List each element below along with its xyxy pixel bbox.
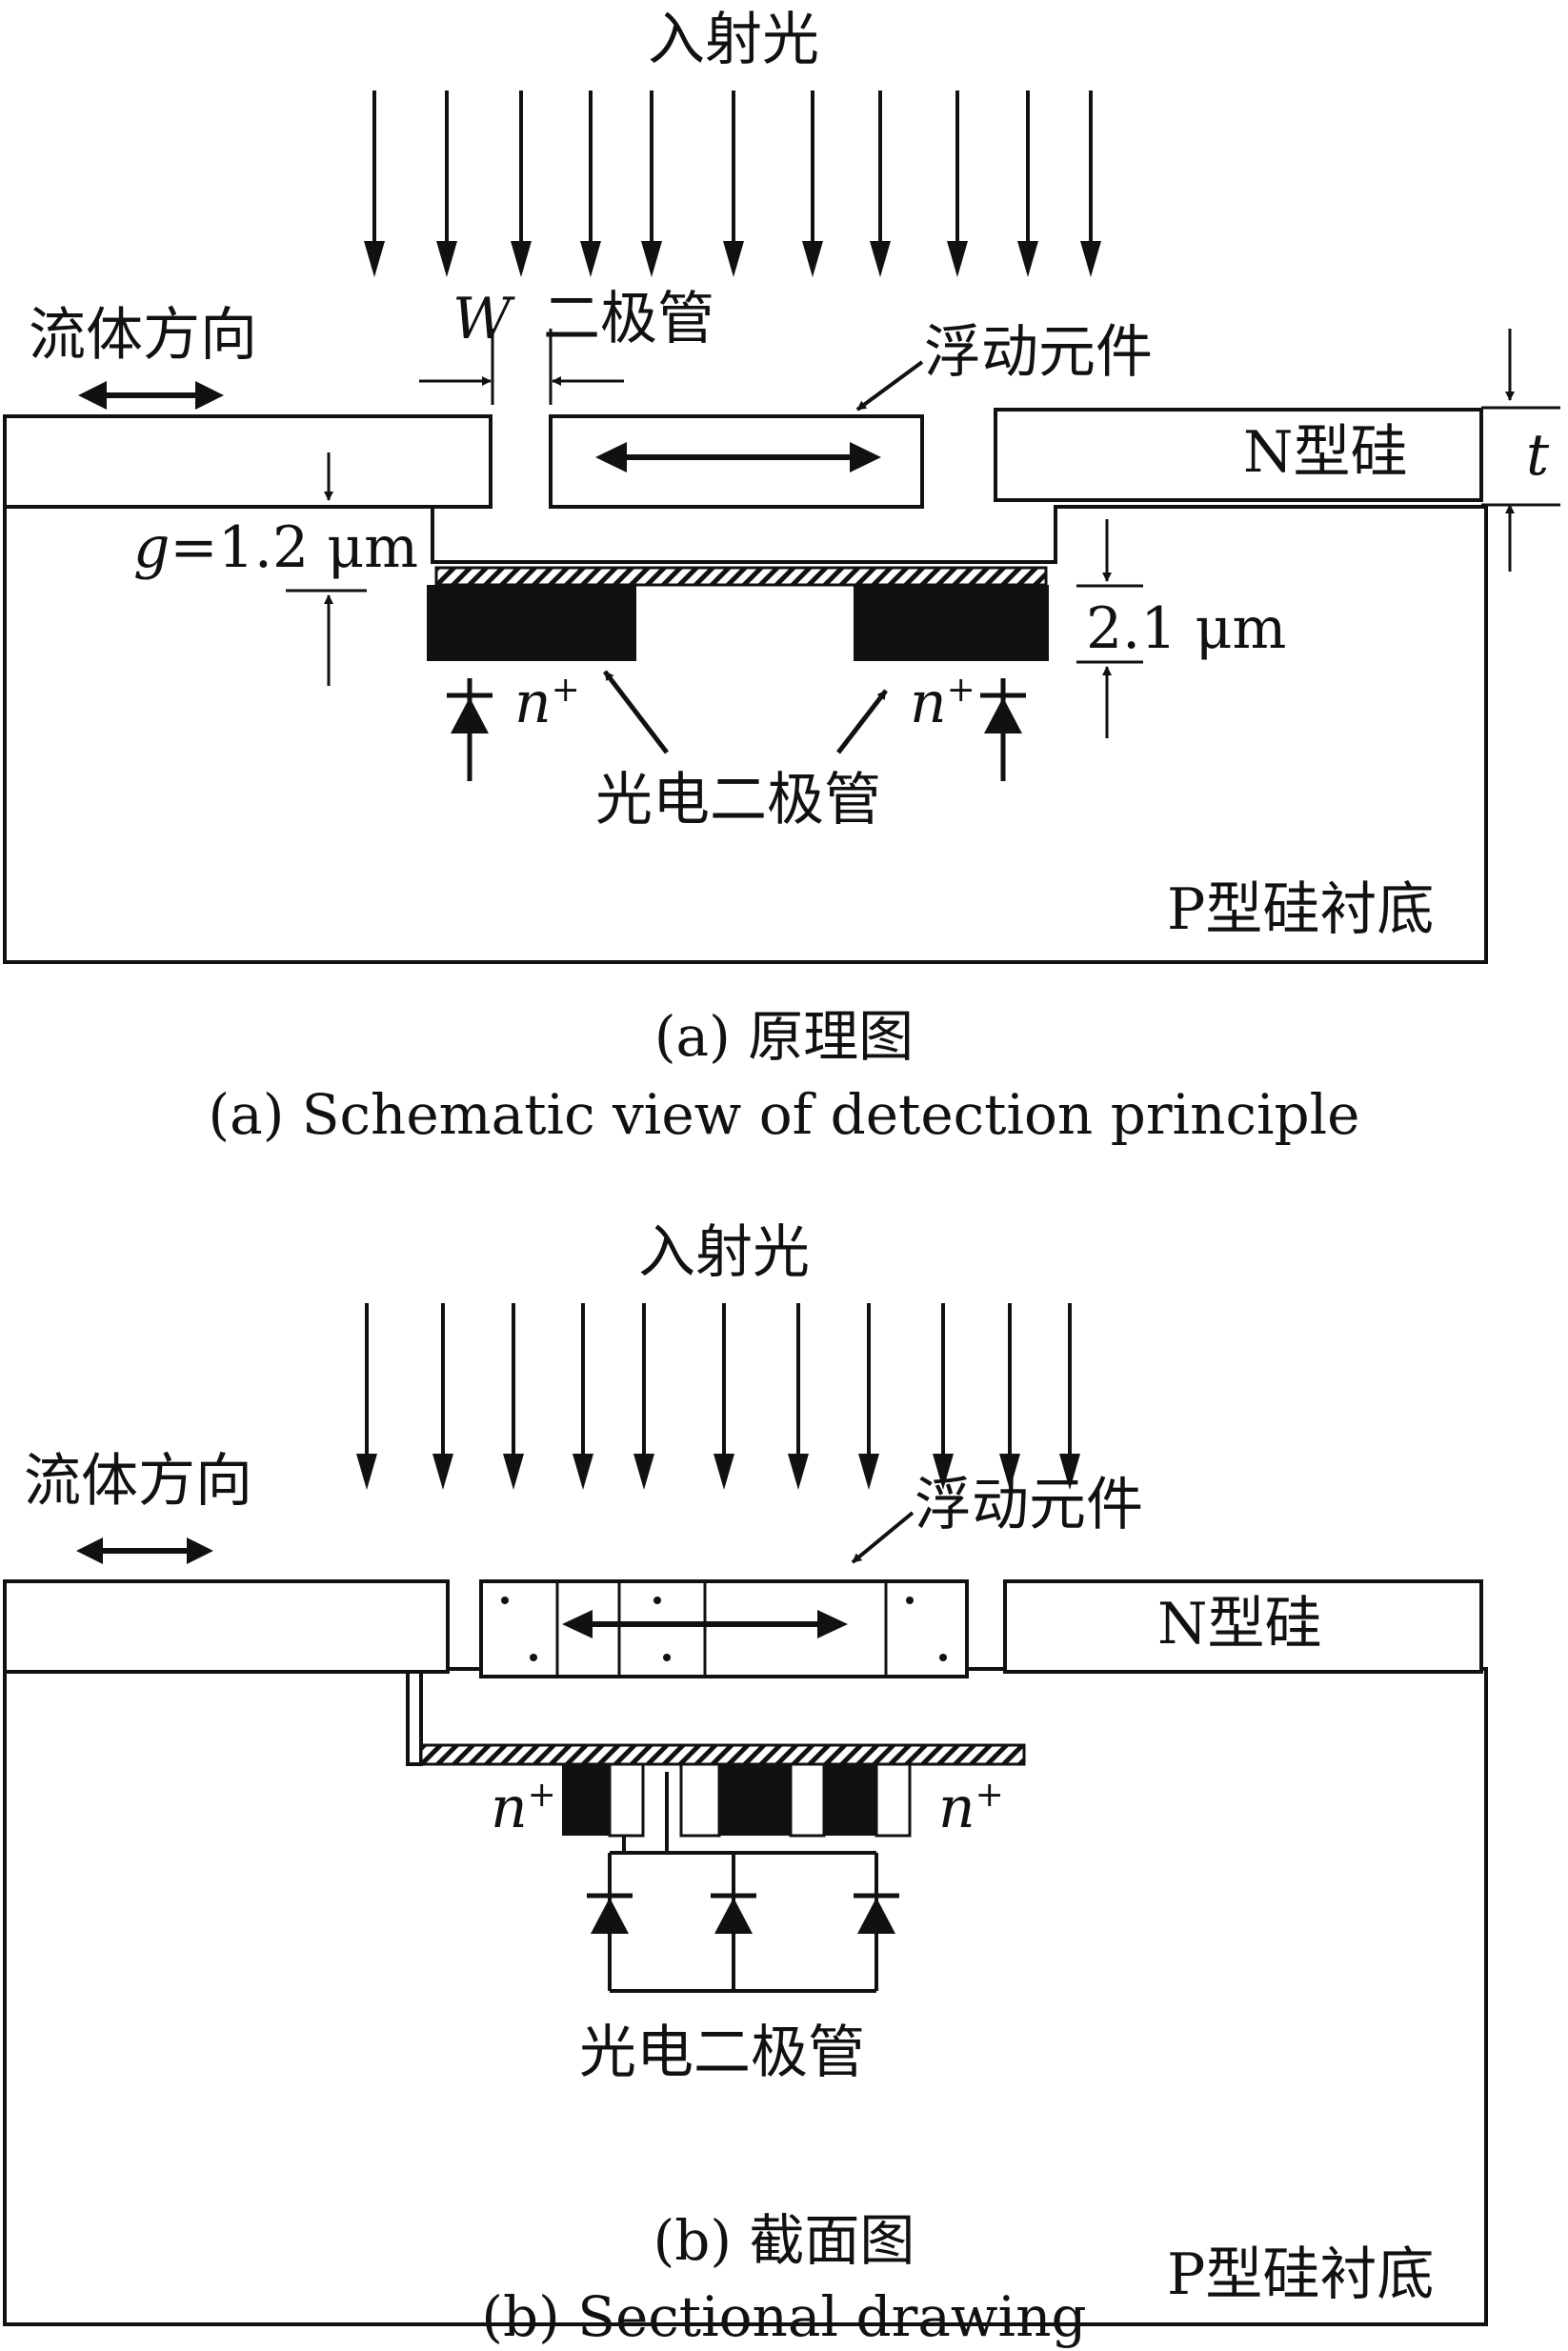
photodiode-label: 光电二极管 (579, 2019, 865, 2086)
n-plus-regions (562, 1762, 912, 1853)
g-dimension (286, 452, 367, 686)
photodiode-pointer-left (603, 670, 669, 754)
diode-icon (711, 1896, 756, 1934)
incident-light-label: 入射光 (638, 1219, 810, 1286)
down-arrow-icon (501, 1301, 526, 1492)
n-silicon-label: N型硅 (1157, 1591, 1322, 1658)
double-arrow-icon (78, 381, 224, 410)
oxide-layer (434, 566, 1048, 587)
t-label: t (1526, 422, 1550, 489)
w-dimension (419, 329, 624, 405)
down-arrow-icon (632, 1301, 656, 1492)
incident-light-arrows (354, 1301, 1082, 1492)
photodiode-pointer-right (836, 689, 888, 754)
floating-element-pointer (855, 360, 924, 412)
floating-element-label: 浮动元件 (924, 319, 1153, 386)
down-arrow-icon (571, 1301, 595, 1492)
down-arrow-icon (1078, 89, 1103, 279)
caption-a-en: (a) Schematic view of detection principl… (209, 1082, 1360, 1147)
n-plus-label-left: n+ (514, 670, 580, 736)
panel-b: 入射光 流体方向 浮动元件 N型硅 (3, 1219, 1488, 2349)
down-arrow-icon (431, 1301, 455, 1492)
t-dimension (1481, 329, 1560, 572)
down-arrow-icon (639, 89, 664, 279)
oxide-layer (419, 1743, 1026, 1766)
diode-icon (980, 678, 1026, 781)
depth-label: 2.1 μm (1086, 595, 1286, 662)
down-arrow-icon (868, 89, 893, 279)
down-arrow-icon (945, 89, 970, 279)
gap-label: g=1.2 μm (133, 514, 418, 581)
n-silicon-right (1003, 1579, 1483, 1674)
diode-icon (587, 1896, 633, 1934)
caption-a-cn: (a) 原理图 (654, 1004, 914, 1069)
caption-b-en: (b) Sectional drawing (481, 2284, 1086, 2349)
floating-element-label: 浮动元件 (915, 1472, 1143, 1538)
down-arrow-icon (354, 1301, 379, 1492)
photodiode-label: 光电二极管 (595, 767, 881, 834)
down-arrow-icon (578, 89, 603, 279)
caption-b-cn: (b) 截面图 (653, 2208, 915, 2273)
down-arrow-icon (362, 89, 387, 279)
n-silicon-right (994, 408, 1483, 502)
down-arrow-icon (997, 1301, 1022, 1492)
floating-element (479, 1579, 969, 1678)
floating-element-pointer (851, 1511, 915, 1564)
p-substrate-label: P型硅衬底 (1167, 2241, 1434, 2308)
down-arrow-icon (712, 1301, 736, 1492)
n-silicon-left (3, 414, 493, 509)
n-plus-label-right: n+ (910, 670, 975, 736)
down-arrow-icon (509, 89, 533, 279)
down-arrow-icon (786, 1301, 811, 1492)
down-arrow-icon (1057, 1301, 1082, 1492)
incident-light-arrows (362, 89, 1103, 279)
depth-dimension (1076, 519, 1143, 738)
down-arrow-icon (800, 89, 825, 279)
down-arrow-icon (434, 89, 459, 279)
n-silicon-left (3, 1579, 450, 1674)
incident-light-label: 入射光 (648, 7, 819, 73)
diode-label: 二极管 (543, 286, 714, 352)
n-plus-label-right: n+ (938, 1775, 1004, 1841)
flow-direction-label: 流体方向 (24, 1448, 252, 1515)
diode-icon (854, 1896, 899, 1934)
n-plus-region-left (427, 585, 636, 661)
double-arrow-icon (562, 1610, 848, 1638)
n-silicon-label: N型硅 (1243, 419, 1408, 486)
p-substrate (3, 505, 1488, 964)
double-arrow-icon (76, 1537, 213, 1564)
flow-direction-label: 流体方向 (29, 302, 257, 369)
p-substrate-label: P型硅衬底 (1167, 876, 1434, 943)
w-label: W (452, 286, 515, 352)
n-plus-region-right (854, 585, 1049, 661)
down-arrow-icon (721, 89, 746, 279)
down-arrow-icon (1015, 89, 1040, 279)
down-arrow-icon (931, 1301, 955, 1492)
double-arrow-icon (595, 442, 881, 472)
panel-a: 入射光 流体方向 W 二极管 (3, 7, 1560, 1147)
diode-icon (447, 678, 493, 781)
n-plus-label-left: n+ (491, 1775, 556, 1841)
down-arrow-icon (856, 1301, 881, 1492)
